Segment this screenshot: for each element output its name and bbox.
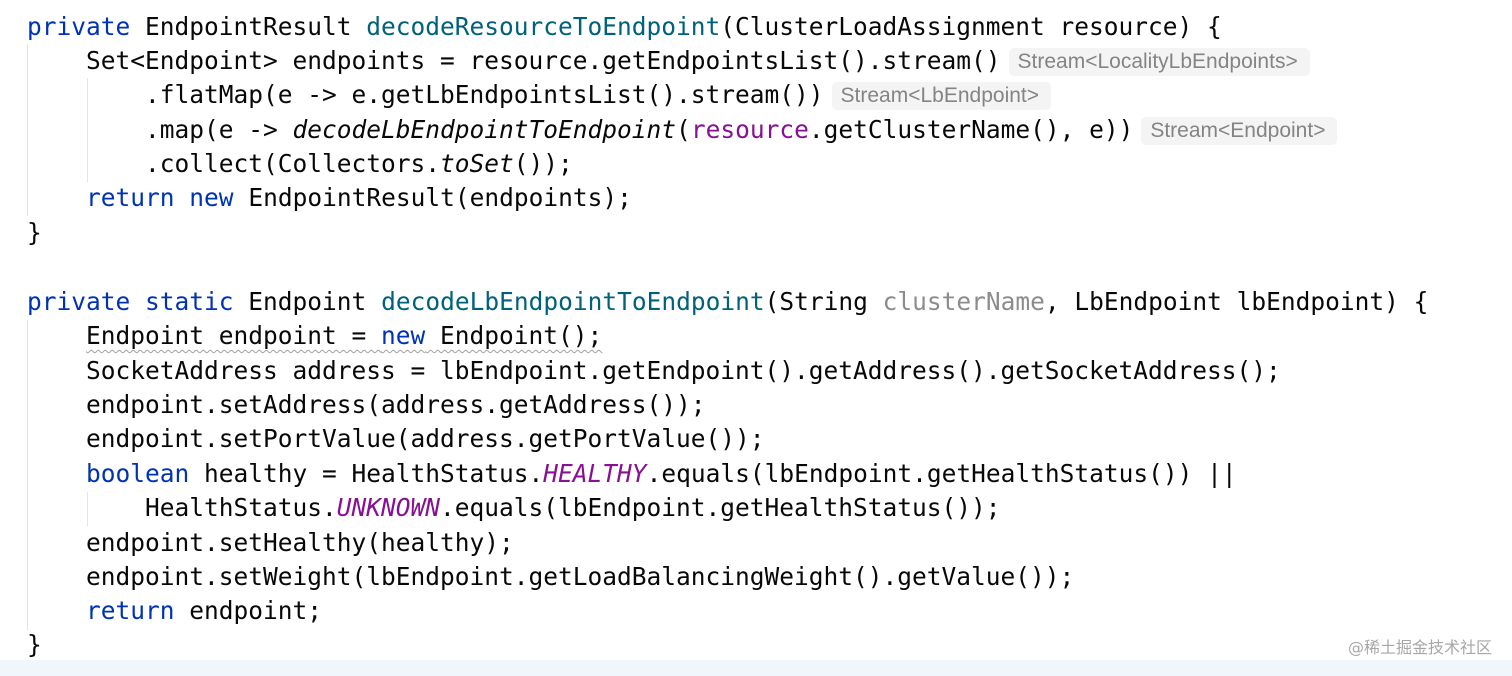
code-text: .map(e -> (145, 115, 293, 144)
code-line: endpoint.setHealthy(healthy); (27, 526, 514, 560)
unused-parameter: clusterName (882, 287, 1045, 316)
code-text: EndpointResult(endpoints); (233, 183, 632, 212)
keyword: boolean (86, 459, 190, 488)
code-line: return endpoint; (27, 594, 322, 628)
code-text: Endpoint endpoint = (86, 321, 382, 350)
code-text: HealthStatus. (145, 493, 337, 522)
method-call[interactable]: toSet (440, 149, 514, 178)
parameters: , LbEndpoint lbEndpoint) { (1044, 287, 1429, 316)
code-text: .collect(Collectors. (145, 149, 441, 178)
watermark: @稀土掘金技术社区 (1347, 638, 1492, 657)
code-text: .equals(lbEndpoint.getHealthStatus()) || (646, 459, 1237, 488)
code-line: .flatMap(e -> e.getLbEndpointsList().str… (27, 78, 1052, 112)
method-name[interactable]: decodeLbEndpointToEndpoint (381, 287, 765, 316)
code-text: endpoint; (174, 596, 323, 625)
code-line: private static Endpoint decodeLbEndpoint… (27, 285, 1428, 319)
method-name[interactable]: decodeResourceToEndpoint (366, 12, 721, 41)
code-line: endpoint.setPortValue(address.getPortVal… (27, 422, 765, 456)
code-text: ( (676, 115, 691, 144)
method-call[interactable]: decodeLbEndpointToEndpoint (292, 115, 677, 144)
code-line: boolean healthy = HealthStatus.HEALTHY.e… (27, 457, 1237, 491)
warning-highlight[interactable]: Endpoint endpoint = new Endpoint(); (86, 321, 602, 350)
indent-guide (27, 320, 28, 630)
footer-strip (0, 660, 1512, 676)
code-line: Endpoint endpoint = new Endpoint(); (27, 319, 602, 353)
keyword: private (27, 12, 131, 41)
return-type: EndpointResult (130, 12, 367, 41)
code-line: } (27, 628, 42, 662)
code-text: endpoint.setHealthy(healthy); (86, 528, 514, 557)
code-text: SocketAddress address = lbEndpoint.getEn… (86, 356, 1281, 385)
indent-guide (87, 78, 88, 182)
type-inlay-hint: Stream<LocalityLbEndpoints> (1008, 48, 1310, 76)
indent-guide (27, 44, 28, 216)
parameters: (String (764, 287, 883, 316)
code-line: HealthStatus.UNKNOWN.equals(lbEndpoint.g… (27, 491, 1001, 525)
keyword: return (86, 183, 175, 212)
type-inlay-hint: Stream<Endpoint> (1141, 117, 1338, 145)
keyword: new (381, 321, 426, 350)
keyword: static (145, 287, 234, 316)
code-line: } (27, 216, 42, 250)
parameter-reference: resource (690, 115, 809, 144)
code-text: Set<Endpoint> endpoints = resource.getEn… (86, 46, 1001, 75)
code-line: .collect(Collectors.toSet()); (27, 147, 573, 181)
code-line: Set<Endpoint> endpoints = resource.getEn… (27, 44, 1310, 78)
indent-guide (87, 492, 88, 526)
code-line: .map(e -> decodeLbEndpointToEndpoint(res… (27, 113, 1338, 147)
code-text: endpoint.setPortValue(address.getPortVal… (86, 424, 765, 453)
keyword: new (189, 183, 234, 212)
code-line: return new EndpointResult(endpoints); (27, 181, 632, 215)
keyword: return (86, 596, 175, 625)
keyword: private (27, 287, 131, 316)
code-line: endpoint.setWeight(lbEndpoint.getLoadBal… (27, 560, 1074, 594)
code-text: .getClusterName(), e)) (808, 115, 1134, 144)
type-inlay-hint: Stream<LbEndpoint> (831, 82, 1052, 110)
return-type: Endpoint (233, 287, 382, 316)
closing-brace: } (27, 630, 42, 659)
enum-constant: UNKNOWN (336, 493, 441, 522)
enum-constant: HEALTHY (543, 459, 647, 488)
code-text: endpoint.setWeight(lbEndpoint.getLoadBal… (86, 562, 1075, 591)
code-text: ()); (513, 149, 573, 178)
code-text: healthy = HealthStatus. (189, 459, 544, 488)
code-text: Endpoint(); (425, 321, 603, 350)
code-line: SocketAddress address = lbEndpoint.getEn… (27, 354, 1281, 388)
code-text: .equals(lbEndpoint.getHealthStatus()); (440, 493, 1001, 522)
parameters: (ClusterLoadAssignment resource) { (720, 12, 1222, 41)
code-line: endpoint.setAddress(address.getAddress()… (27, 388, 706, 422)
code-text: .flatMap(e -> e.getLbEndpointsList().str… (145, 80, 824, 109)
closing-brace: } (27, 218, 42, 247)
code-text: endpoint.setAddress(address.getAddress()… (86, 390, 706, 419)
code-editor[interactable]: private EndpointResult decodeResourceToE… (0, 0, 1512, 660)
code-line: private EndpointResult decodeResourceToE… (27, 10, 1222, 44)
